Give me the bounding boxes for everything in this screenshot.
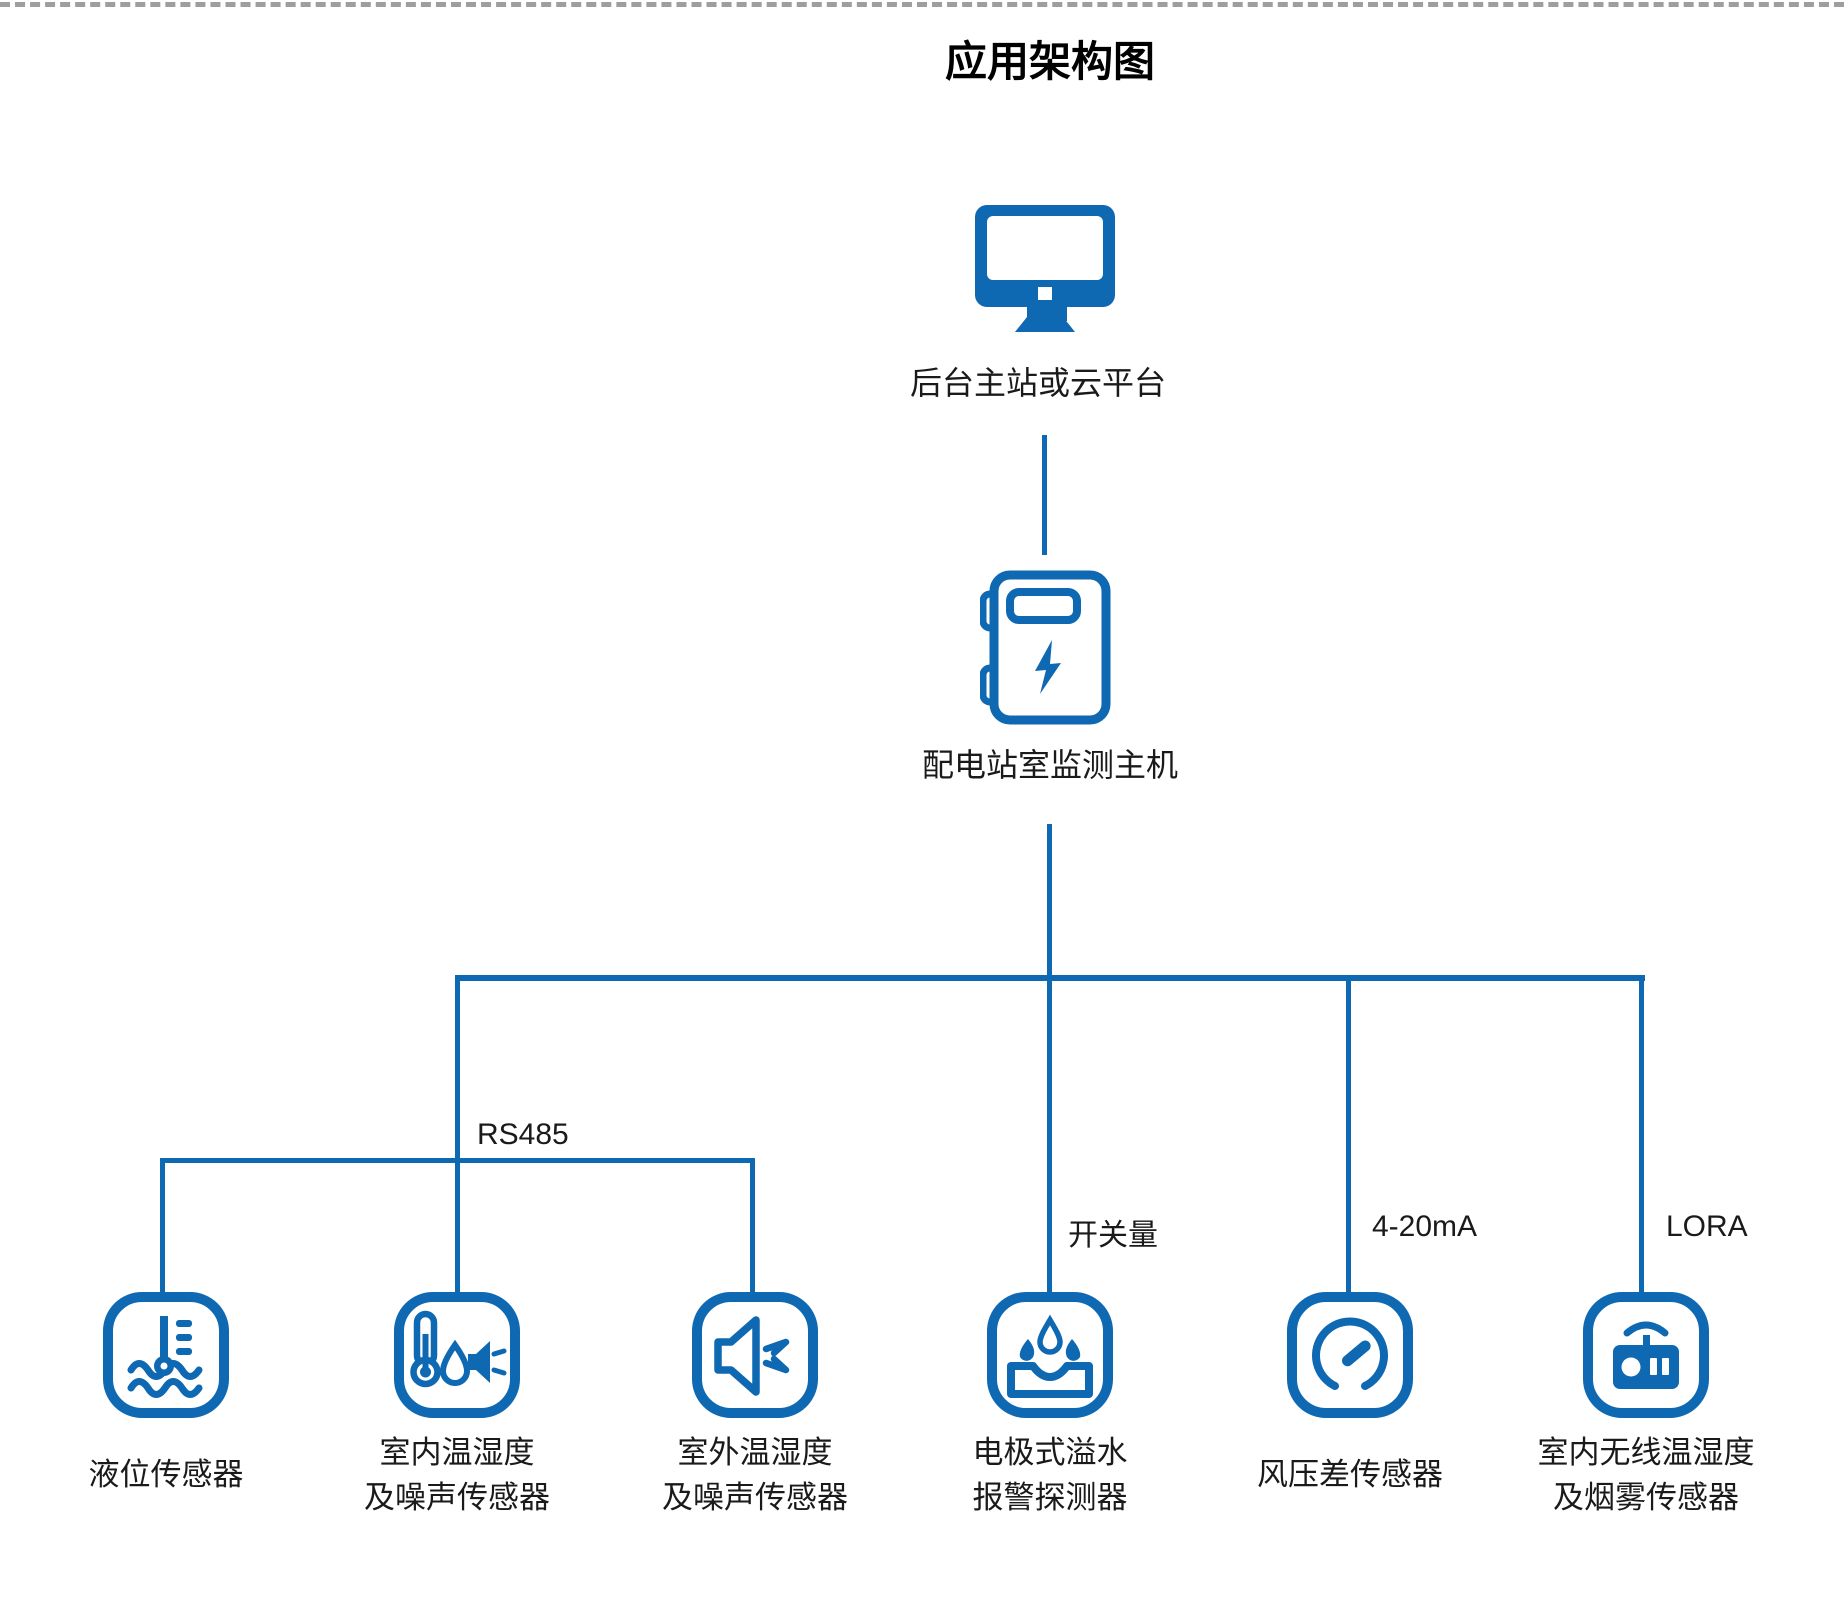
page-title: 应用架构图 (944, 38, 1156, 85)
sensor-label-pressure: 风压差传感器 (1257, 1452, 1443, 1497)
indoor-temp-humidity-noise-sensor-icon (394, 1292, 520, 1418)
distribution-box-icon (980, 570, 1111, 725)
platform-label: 后台主站或云平台 (909, 365, 1167, 401)
sensor-label-line1: 室内温湿度 (379, 1435, 535, 1470)
sensor-label-line1: 室内无线温湿度 (1537, 1435, 1755, 1470)
sensor-label-line2: 及噪声传感器 (662, 1480, 848, 1515)
rs485-drop-3 (750, 1160, 755, 1292)
sensor-label-line2: 及烟雾传感器 (1553, 1480, 1739, 1515)
page-top-dashed-border (0, 2, 1844, 7)
electrode-overflow-alarm-detector-icon (987, 1292, 1113, 1418)
host-label: 配电站室监测主机 (921, 747, 1179, 783)
bus-drop-rs485 (455, 975, 460, 1165)
rs485-drop-2 (455, 1160, 460, 1292)
sensor-label-line1: 电极式溢水 (972, 1435, 1128, 1470)
sensor-label-overflow: 电极式溢水 报警探测器 (973, 1430, 1128, 1520)
sensor-label-line1: 室外温湿度 (677, 1435, 833, 1470)
bus-label-rs485: RS485 (477, 1118, 569, 1151)
monitor-icon (975, 205, 1115, 332)
bus-label-switch: 开关量 (1068, 1219, 1158, 1252)
bus-drop-analog (1346, 975, 1351, 1292)
bus-drop-lora (1639, 975, 1644, 1292)
sensor-label-line1: 液位传感器 (88, 1457, 244, 1492)
liquid-level-sensor-icon (103, 1292, 229, 1418)
rs485-drop-1 (160, 1160, 165, 1292)
sensor-label-outdoor-temp: 室外温湿度 及噪声传感器 (662, 1430, 848, 1520)
sensor-label-liquid-level: 液位传感器 (89, 1452, 244, 1497)
outdoor-temp-humidity-noise-sensor-icon (692, 1292, 818, 1418)
connector-platform-host (1042, 435, 1047, 555)
sensor-label-line1: 风压差传感器 (1257, 1457, 1443, 1492)
sensor-label-line2: 报警探测器 (972, 1480, 1128, 1515)
indoor-wireless-temp-humidity-smoke-sensor-icon (1583, 1292, 1709, 1418)
bus-drop-switch (1047, 975, 1052, 1292)
bus-label-lora: LORA (1666, 1210, 1748, 1243)
sensor-label-wireless: 室内无线温湿度 及烟雾传感器 (1538, 1430, 1755, 1520)
sensor-label-indoor-temp: 室内温湿度 及噪声传感器 (364, 1430, 550, 1520)
bus-label-4-20ma: 4-20mA (1372, 1210, 1478, 1243)
sensor-label-line2: 及噪声传感器 (364, 1480, 550, 1515)
wind-pressure-difference-sensor-icon (1287, 1292, 1413, 1418)
connector-host-bus (1047, 824, 1052, 977)
